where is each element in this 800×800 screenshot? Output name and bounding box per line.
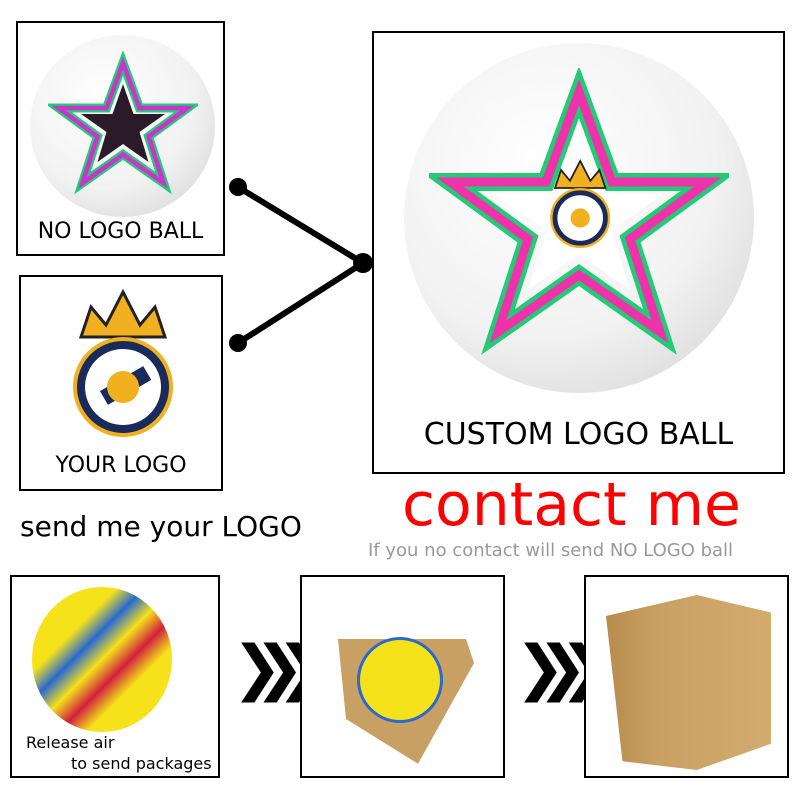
step-release-air-panel: Release air to send packages — [10, 575, 220, 778]
deflated-ball-image — [32, 587, 172, 732]
star-pattern-icon — [429, 68, 729, 355]
no-contact-warning: If you no contact will send NO LOGO ball — [368, 540, 734, 561]
no-logo-ball-panel: NO LOGO BALL — [16, 21, 225, 256]
custom-logo-ball-panel: CUSTOM LOGO BALL — [372, 31, 785, 474]
your-logo-label: YOUR LOGO — [55, 453, 187, 478]
release-air-label: Release air to send packages — [26, 733, 212, 773]
step-sealed-box-panel — [584, 575, 789, 778]
custom-star-ball-image — [404, 43, 754, 393]
custom-logo-ball-label: CUSTOM LOGO BALL — [423, 417, 734, 452]
no-logo-ball-label: NO LOGO BALL — [37, 219, 204, 244]
sealed-box-image — [606, 595, 771, 770]
star-ball-image — [30, 35, 215, 217]
step-boxed-ball-panel — [300, 575, 505, 778]
contact-me-heading: contact me — [402, 470, 741, 540]
crest-logo-icon — [73, 288, 173, 437]
wrapped-ball-image — [357, 637, 443, 723]
your-logo-panel: YOUR LOGO — [19, 275, 223, 491]
send-logo-caption: send me your LOGO — [20, 510, 302, 543]
merge-connector-icon — [229, 178, 373, 352]
star-pattern-icon — [47, 51, 198, 195]
